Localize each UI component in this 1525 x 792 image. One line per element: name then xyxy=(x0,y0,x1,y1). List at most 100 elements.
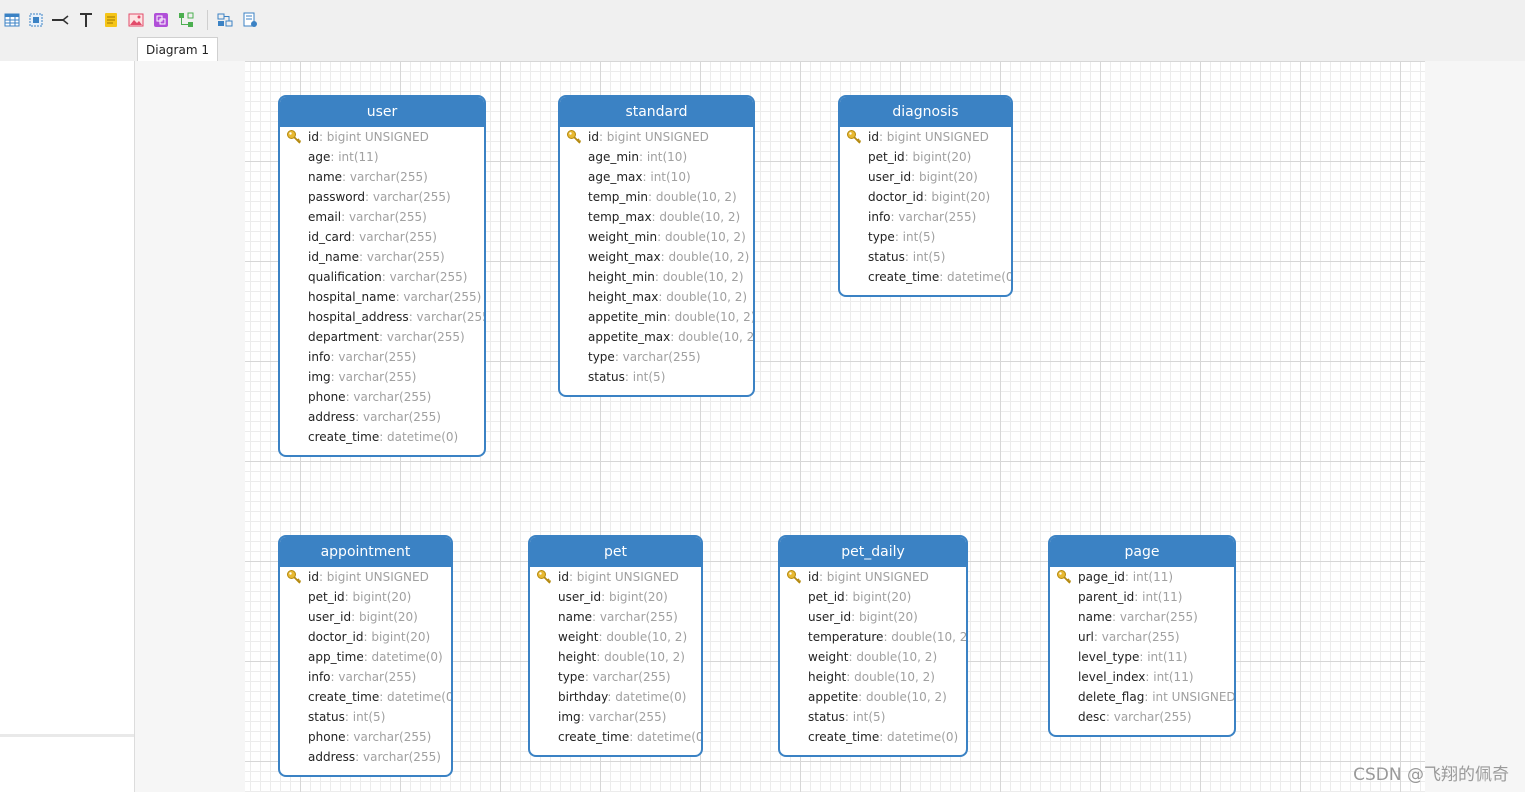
field-row[interactable]: id: bigint UNSIGNED xyxy=(530,567,701,587)
field-row[interactable]: id_name: varchar(255) xyxy=(280,247,484,267)
table-icon[interactable] xyxy=(3,11,21,29)
field-row[interactable]: birthday: datetime(0) xyxy=(530,687,701,707)
field-row[interactable]: img: varchar(255) xyxy=(280,367,484,387)
field-row[interactable]: info: varchar(255) xyxy=(840,207,1011,227)
tab-diagram-1[interactable]: Diagram 1 xyxy=(137,37,218,62)
field-row[interactable]: qualification: varchar(255) xyxy=(280,267,484,287)
field-row[interactable]: create_time: datetime(0) xyxy=(280,687,451,707)
field-row[interactable]: user_id: bigint(20) xyxy=(780,607,966,627)
field-row[interactable]: temp_min: double(10, 2) xyxy=(560,187,753,207)
field-row[interactable]: weight_min: double(10, 2) xyxy=(560,227,753,247)
field-row[interactable]: weight: double(10, 2) xyxy=(780,647,966,667)
field-row[interactable]: user_id: bigint(20) xyxy=(280,607,451,627)
field-row[interactable]: appetite_min: double(10, 2) xyxy=(560,307,753,327)
field-row[interactable]: status: int(5) xyxy=(280,707,451,727)
export-icon[interactable] xyxy=(241,11,259,29)
field-row[interactable]: type: varchar(255) xyxy=(530,667,701,687)
field-row[interactable]: email: varchar(255) xyxy=(280,207,484,227)
image-icon[interactable] xyxy=(127,11,145,29)
field-row[interactable]: phone: varchar(255) xyxy=(280,727,451,747)
field-row[interactable]: parent_id: int(11) xyxy=(1050,587,1234,607)
table-title[interactable]: user xyxy=(280,97,484,127)
field-row[interactable]: department: varchar(255) xyxy=(280,327,484,347)
table-title[interactable]: pet xyxy=(530,537,701,567)
layer-icon[interactable] xyxy=(177,11,195,29)
field-row[interactable]: level_index: int(11) xyxy=(1050,667,1234,687)
field-row[interactable]: url: varchar(255) xyxy=(1050,627,1234,647)
field-row[interactable]: weight_max: double(10, 2) xyxy=(560,247,753,267)
field-row[interactable]: age: int(11) xyxy=(280,147,484,167)
field-row[interactable]: height: double(10, 2) xyxy=(530,647,701,667)
field-row[interactable]: height: double(10, 2) xyxy=(780,667,966,687)
field-row[interactable]: doctor_id: bigint(20) xyxy=(280,627,451,647)
field-row[interactable]: height_min: double(10, 2) xyxy=(560,267,753,287)
field-row[interactable]: img: varchar(255) xyxy=(530,707,701,727)
field-row[interactable]: phone: varchar(255) xyxy=(280,387,484,407)
field-row[interactable]: id_card: varchar(255) xyxy=(280,227,484,247)
field-row[interactable]: password: varchar(255) xyxy=(280,187,484,207)
field-row[interactable]: temperature: double(10, 2) xyxy=(780,627,966,647)
field-row[interactable]: id: bigint UNSIGNED xyxy=(280,567,451,587)
field-row[interactable]: type: varchar(255) xyxy=(560,347,753,367)
field-row[interactable]: temp_max: double(10, 2) xyxy=(560,207,753,227)
field-row[interactable]: create_time: datetime(0) xyxy=(840,267,1011,287)
field-row[interactable]: hospital_address: varchar(255) xyxy=(280,307,484,327)
field-row[interactable]: name: varchar(255) xyxy=(530,607,701,627)
field-row[interactable]: name: varchar(255) xyxy=(1050,607,1234,627)
field-row[interactable]: address: varchar(255) xyxy=(280,407,484,427)
field-name: status xyxy=(588,370,625,384)
auto-layout-icon[interactable] xyxy=(216,11,234,29)
field-row[interactable]: hospital_name: varchar(255) xyxy=(280,287,484,307)
field-row[interactable]: status: int(5) xyxy=(840,247,1011,267)
field-row[interactable]: age_min: int(10) xyxy=(560,147,753,167)
field-row[interactable]: user_id: bigint(20) xyxy=(530,587,701,607)
field-row[interactable]: id: bigint UNSIGNED xyxy=(840,127,1011,147)
field-row[interactable]: status: int(5) xyxy=(780,707,966,727)
field-row[interactable]: info: varchar(255) xyxy=(280,347,484,367)
field-row[interactable]: pet_id: bigint(20) xyxy=(840,147,1011,167)
field-row[interactable]: id: bigint UNSIGNED xyxy=(280,127,484,147)
field-row[interactable]: appetite_max: double(10, 2) xyxy=(560,327,753,347)
field-row[interactable]: app_time: datetime(0) xyxy=(280,647,451,667)
table-title[interactable]: appointment xyxy=(280,537,451,567)
field-row[interactable]: doctor_id: bigint(20) xyxy=(840,187,1011,207)
field-row[interactable]: delete_flag: int UNSIGNED xyxy=(1050,687,1234,707)
field-row[interactable]: level_type: int(11) xyxy=(1050,647,1234,667)
field-row[interactable]: status: int(5) xyxy=(560,367,753,387)
field-row[interactable]: user_id: bigint(20) xyxy=(840,167,1011,187)
field-row[interactable]: name: varchar(255) xyxy=(280,167,484,187)
note-icon[interactable] xyxy=(102,11,120,29)
field-row[interactable]: page_id: int(11) xyxy=(1050,567,1234,587)
field-row[interactable]: pet_id: bigint(20) xyxy=(280,587,451,607)
field-row[interactable]: info: varchar(255) xyxy=(280,667,451,687)
field-row[interactable]: create_time: datetime(0) xyxy=(530,727,701,747)
shape-icon[interactable] xyxy=(152,11,170,29)
table-title[interactable]: diagnosis xyxy=(840,97,1011,127)
table-title[interactable]: standard xyxy=(560,97,753,127)
field-row[interactable]: appetite: double(10, 2) xyxy=(780,687,966,707)
view-icon[interactable] xyxy=(27,11,45,29)
field-row[interactable]: type: int(5) xyxy=(840,227,1011,247)
field-row[interactable]: age_max: int(10) xyxy=(560,167,753,187)
field-row[interactable]: height_max: double(10, 2) xyxy=(560,287,753,307)
field-row[interactable]: pet_id: bigint(20) xyxy=(780,587,966,607)
table-title[interactable]: page xyxy=(1050,537,1234,567)
field-row[interactable]: id: bigint UNSIGNED xyxy=(780,567,966,587)
field-row[interactable]: weight: double(10, 2) xyxy=(530,627,701,647)
field-row[interactable]: desc: varchar(255) xyxy=(1050,707,1234,727)
table-title[interactable]: pet_daily xyxy=(780,537,966,567)
relation-icon[interactable] xyxy=(51,11,69,29)
field-row[interactable]: create_time: datetime(0) xyxy=(280,427,484,447)
field-row[interactable]: address: varchar(255) xyxy=(280,747,451,767)
text-icon[interactable] xyxy=(77,11,95,29)
field-row[interactable]: create_time: datetime(0) xyxy=(780,727,966,747)
field-row[interactable]: id: bigint UNSIGNED xyxy=(560,127,753,147)
panel-divider[interactable] xyxy=(0,734,134,737)
